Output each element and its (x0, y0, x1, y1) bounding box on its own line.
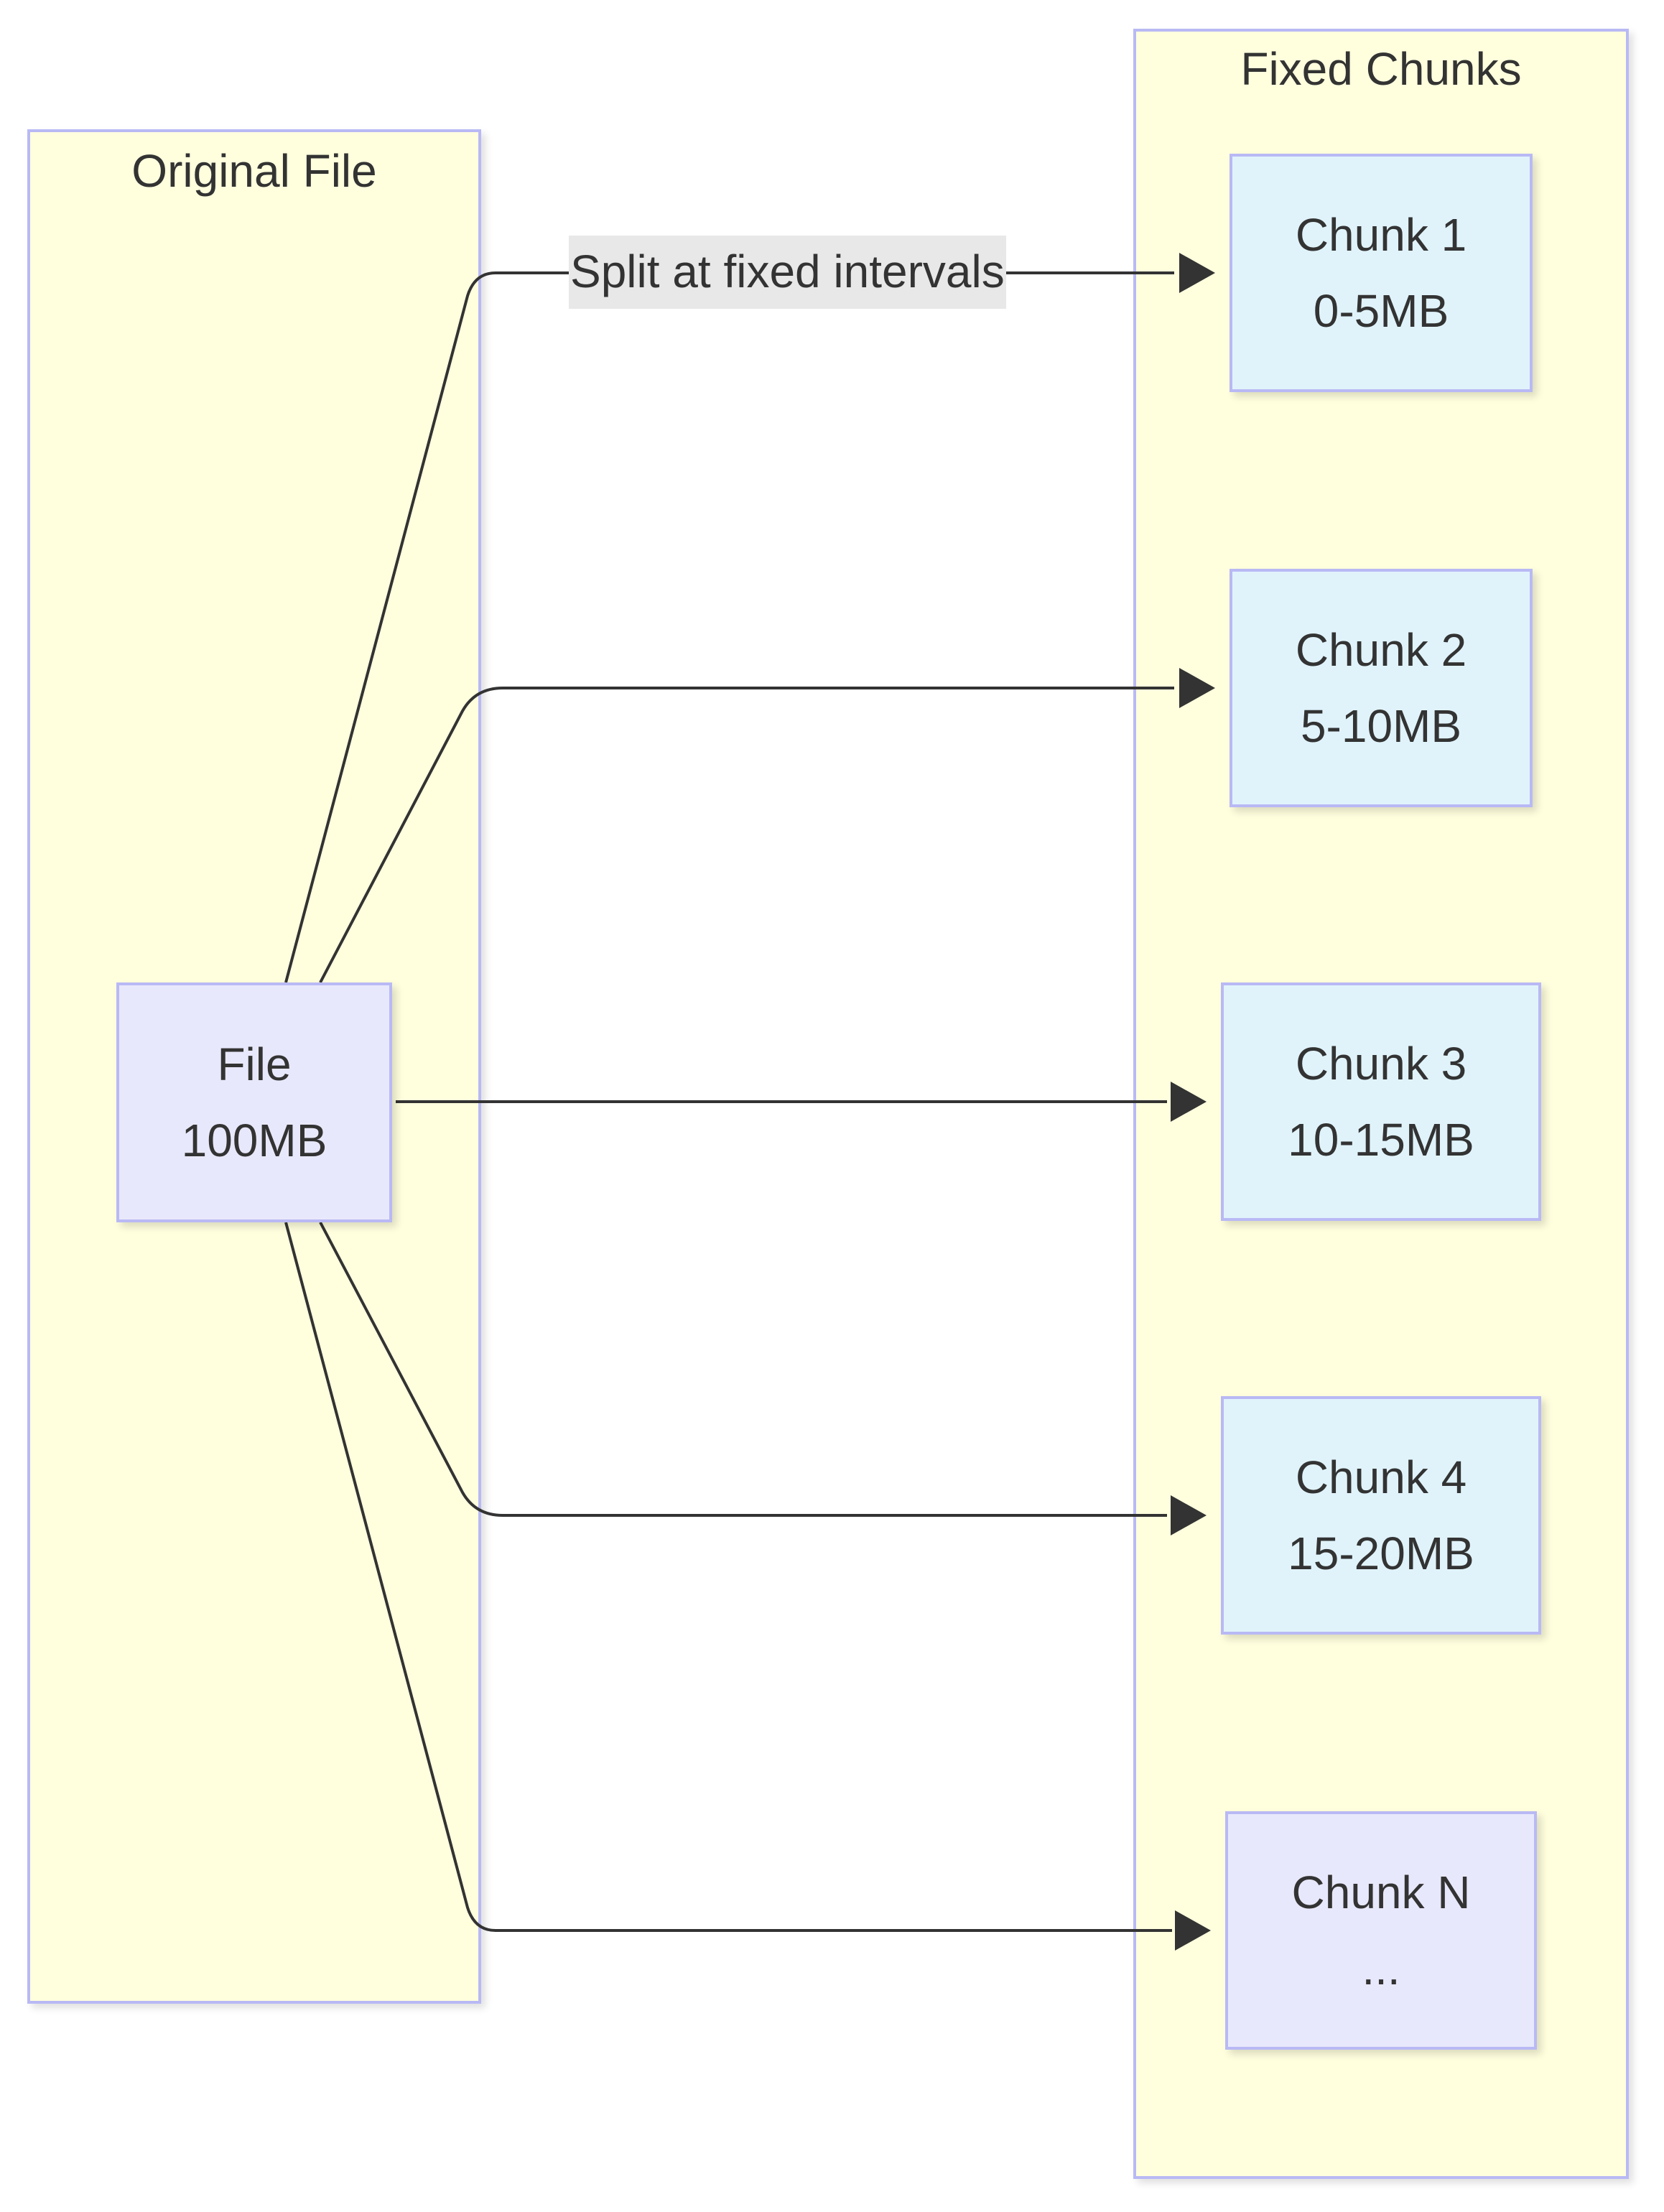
arrowhead-chunk3 (1171, 1082, 1207, 1122)
edge-file-to-chunk4 (319, 1222, 1167, 1517)
cluster-title-original-file: Original File (131, 145, 377, 197)
edge-file-to-chunkN (284, 1222, 1172, 1932)
node-chunk-3-name: Chunk 3 (1295, 1038, 1467, 1089)
node-chunk-n[interactable]: Chunk N ... (1225, 1811, 1537, 2050)
node-chunk-4-range: 15-20MB (1288, 1528, 1474, 1579)
node-chunk-1-name: Chunk 1 (1295, 209, 1467, 261)
node-chunk-2-range: 5-10MB (1300, 700, 1462, 752)
node-chunk-2-name: Chunk 2 (1295, 624, 1467, 676)
arrowhead-chunk1 (1179, 253, 1215, 293)
node-file[interactable]: File 100MB (116, 982, 392, 1222)
node-chunk-4[interactable]: Chunk 4 15-20MB (1221, 1396, 1541, 1635)
node-chunk-3[interactable]: Chunk 3 10-15MB (1221, 982, 1541, 1221)
arrowhead-chunk4 (1171, 1495, 1207, 1535)
arrowhead-chunk2 (1179, 668, 1215, 708)
arrowhead-chunkN (1175, 1910, 1211, 1951)
node-file-name: File (217, 1038, 292, 1090)
cluster-title-fixed-chunks: Fixed Chunks (1240, 43, 1522, 95)
node-chunk-n-name: Chunk N (1291, 1867, 1471, 1918)
edge-file-to-chunk1 (284, 271, 1174, 983)
node-file-size: 100MB (181, 1115, 327, 1166)
node-chunk-n-range: ... (1362, 1943, 1400, 1994)
node-chunk-4-name: Chunk 4 (1295, 1451, 1467, 1503)
edge-label-split: Split at fixed intervals (569, 236, 1006, 309)
node-chunk-3-range: 10-15MB (1288, 1114, 1474, 1166)
node-chunk-1-range: 0-5MB (1313, 285, 1449, 337)
edge-file-to-chunk2 (319, 687, 1174, 983)
node-chunk-2[interactable]: Chunk 2 5-10MB (1230, 569, 1533, 807)
node-chunk-1[interactable]: Chunk 1 0-5MB (1230, 154, 1533, 392)
